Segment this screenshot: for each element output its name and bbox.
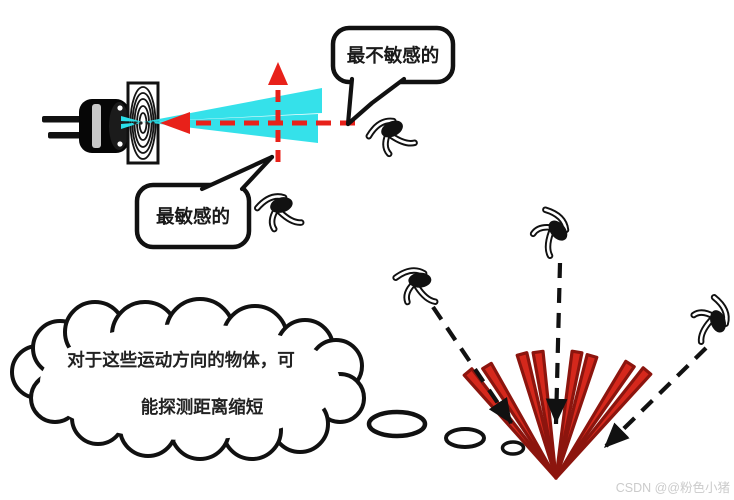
pedestrian-icon: [254, 189, 307, 235]
radar-beam-fan: [462, 349, 653, 480]
thought-cloud: 对于这些运动方向的物体，可 能探测距离缩短: [10, 297, 366, 461]
cloud-text-line2: 能探测距离缩短: [141, 397, 264, 417]
approach-arrow-center: [545, 262, 568, 425]
approach-arrows: [431, 262, 708, 450]
pedestrian-icon: [368, 116, 415, 155]
feed-dots: [133, 121, 155, 125]
watermark: CSDN @@粉色小猪: [616, 480, 730, 495]
speech-bubble-most-sensitive: 最敏感的: [134, 154, 275, 250]
pedestrian-icon: [689, 294, 733, 346]
microwave-sensor-icon: [42, 99, 129, 153]
thought-trail-bubbles: [366, 409, 526, 456]
motion-axis-vertical: [268, 62, 288, 168]
radar-beam: [554, 353, 599, 480]
speech-bubble-least-sensitive: 最不敏感的: [330, 25, 456, 127]
bubble-least-sensitive-label: 最不敏感的: [347, 45, 440, 66]
pedestrian-icon: [529, 206, 575, 259]
radar-beam: [554, 366, 653, 480]
pedestrian-icon: [388, 260, 445, 313]
radar-beam: [515, 351, 558, 480]
radar-beam: [481, 361, 558, 480]
cloud-text-line1: 对于这些运动方向的物体，可: [67, 350, 295, 370]
bubble-most-sensitive-label: 最敏感的: [156, 206, 230, 227]
motion-axis-horizontal: [160, 112, 356, 134]
radar-beam: [554, 359, 636, 480]
